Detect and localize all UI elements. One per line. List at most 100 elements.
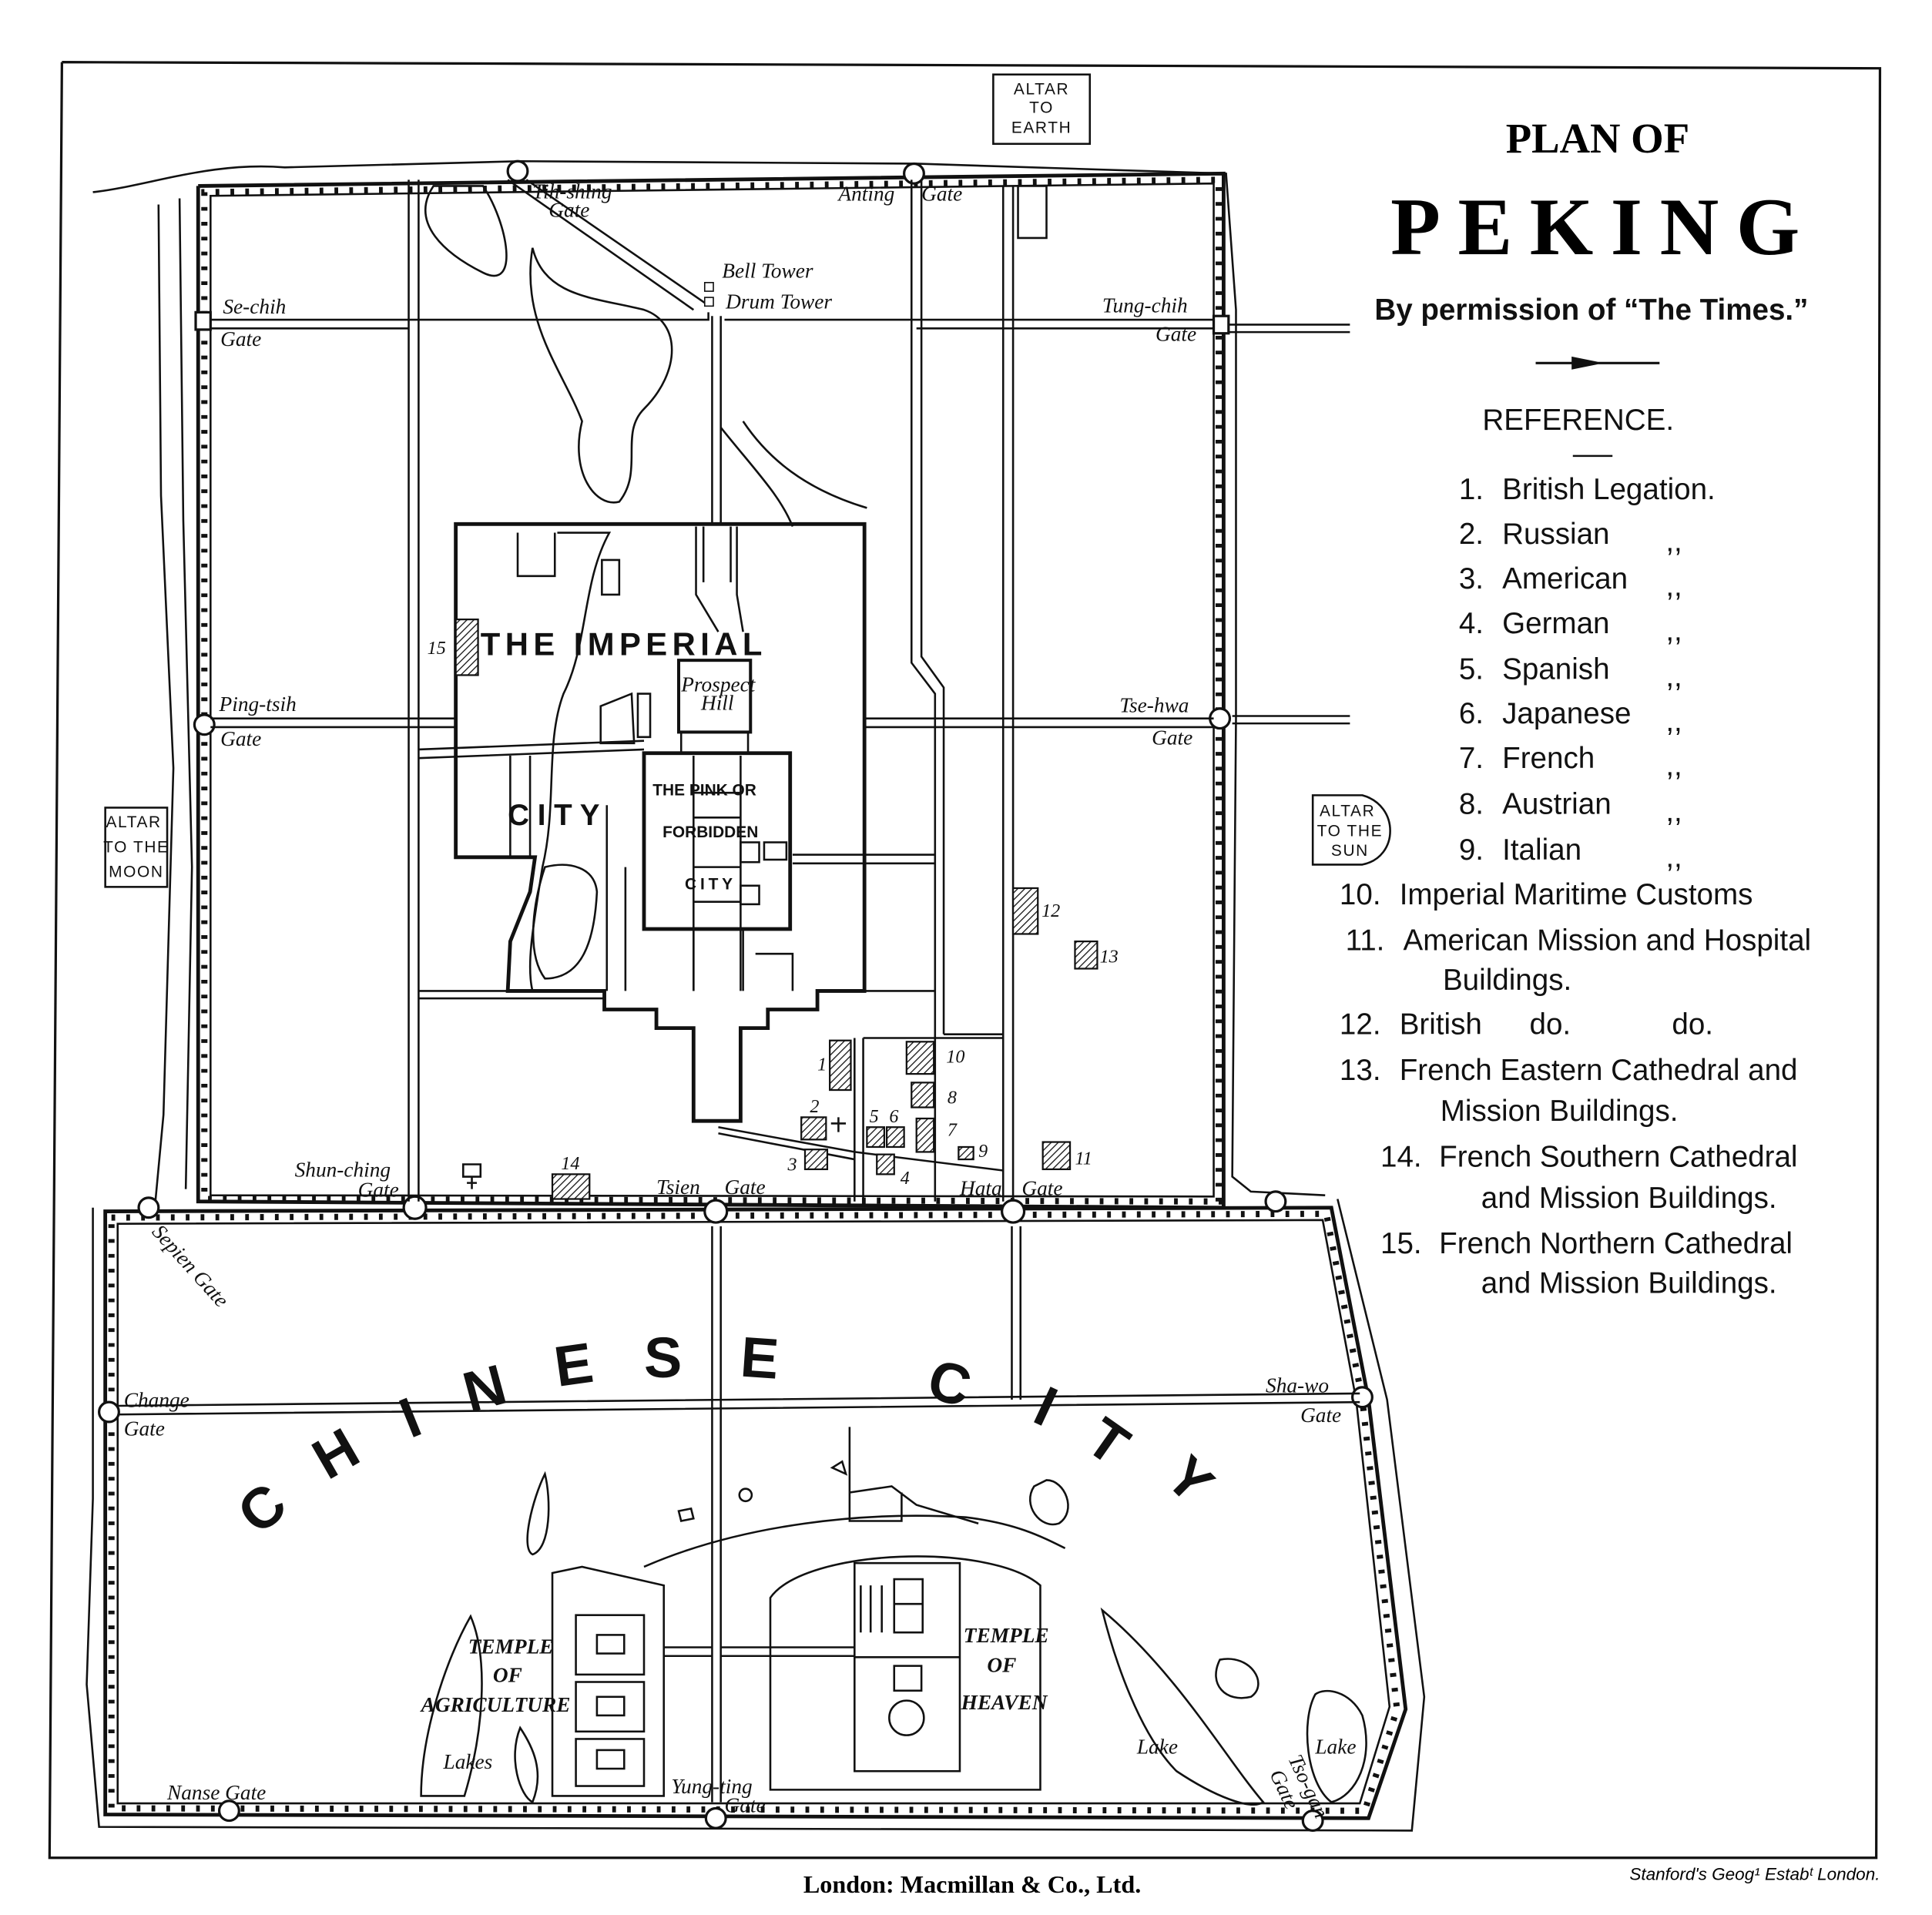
title-peking: PEKING bbox=[1390, 181, 1817, 272]
altar-sun-line3: SUN bbox=[1331, 842, 1369, 860]
legend-item: 1.British Legation. bbox=[1459, 473, 1716, 506]
building-numbers: 1 2 3 4 5 6 7 8 9 10 11 12 13 14 15 bbox=[428, 639, 1119, 1189]
legend-item: 3.American,, bbox=[1459, 562, 1682, 603]
legation-buildings bbox=[454, 618, 1098, 1200]
north-lakes bbox=[424, 185, 867, 991]
legend-item: 2.Russian,, bbox=[1459, 518, 1682, 558]
label-chinese-city: C H I N E S E C I T Y bbox=[226, 1325, 1226, 1546]
chinese-city-letter: I bbox=[391, 1385, 429, 1451]
footer-engraver: Stanford's Geog¹ Estabᵗ London. bbox=[1629, 1865, 1880, 1884]
label-lake-1: Lake bbox=[1136, 1736, 1178, 1759]
label-tih-shing-gate: Gate bbox=[548, 199, 589, 222]
number-7: 7 bbox=[948, 1121, 958, 1141]
label-change: Change bbox=[124, 1389, 190, 1412]
svg-text:British: British bbox=[1400, 1008, 1482, 1041]
legend-item: 10.Imperial Maritime Customs bbox=[1340, 878, 1753, 911]
building-6 bbox=[885, 1126, 905, 1149]
svg-text:Imperial Maritime Customs: Imperial Maritime Customs bbox=[1400, 878, 1753, 911]
svg-text:Spanish: Spanish bbox=[1502, 652, 1609, 686]
label-tse-hwa-gate: Gate bbox=[1152, 726, 1192, 749]
altar-moon-line3: MOON bbox=[109, 864, 163, 881]
label-temple-agriculture-1: TEMPLE bbox=[468, 1635, 554, 1658]
label-forbidden: FORBIDDEN bbox=[662, 823, 758, 841]
chinese-city-letter: C bbox=[921, 1347, 978, 1419]
svg-text:French Eastern Cathedral and: French Eastern Cathedral and bbox=[1400, 1054, 1798, 1087]
label-temple-agriculture-3: AGRICULTURE bbox=[420, 1693, 571, 1716]
altar-moon-line2: TO THE bbox=[103, 838, 169, 856]
building-5 bbox=[866, 1126, 886, 1149]
svg-text:American: American bbox=[1502, 562, 1628, 595]
label-lake-2: Lake bbox=[1314, 1736, 1356, 1759]
building-9 bbox=[958, 1145, 974, 1161]
roads bbox=[117, 179, 1360, 1803]
building-4 bbox=[876, 1153, 895, 1175]
legend-item: 5.Spanish,, bbox=[1459, 652, 1682, 693]
svg-text:Japanese: Japanese bbox=[1502, 697, 1631, 730]
altar-sun-line1: ALTAR bbox=[1320, 803, 1375, 820]
label-tung-chih-gate: Gate bbox=[1156, 322, 1196, 345]
altar-earth-line2: TO bbox=[1029, 99, 1054, 117]
map-title: PLAN OF PEKING By permission of “The Tim… bbox=[1374, 115, 1817, 370]
svg-text:French: French bbox=[1502, 742, 1595, 775]
altar-sun-line2: TO THE bbox=[1317, 822, 1383, 840]
svg-text:and Mission Buildings.: and Mission Buildings. bbox=[1481, 1182, 1777, 1215]
number-13: 13 bbox=[1100, 947, 1119, 967]
svg-text:Italian: Italian bbox=[1502, 833, 1581, 867]
number-2: 2 bbox=[810, 1097, 819, 1117]
chinese-city-letter: E bbox=[739, 1325, 781, 1391]
building-14 bbox=[551, 1173, 591, 1200]
svg-text:do.: do. bbox=[1530, 1008, 1571, 1041]
place-labels: Bell Tower Drum Tower THE IMPERIAL C I T… bbox=[226, 259, 1357, 1773]
svg-text:8.: 8. bbox=[1459, 788, 1484, 821]
number-8: 8 bbox=[948, 1088, 957, 1108]
number-12: 12 bbox=[1041, 901, 1060, 921]
label-the-imperial: THE IMPERIAL bbox=[481, 626, 767, 662]
number-1: 1 bbox=[817, 1055, 827, 1075]
label-yung-ting: Yung-ting bbox=[671, 1775, 752, 1798]
altar-to-moon: ALTAR TO THE MOON bbox=[103, 807, 169, 888]
label-sha-wo: Sha-wo bbox=[1266, 1373, 1329, 1397]
svg-text:,,: ,, bbox=[1665, 705, 1682, 738]
label-prospect: Prospect bbox=[680, 672, 756, 696]
number-10: 10 bbox=[946, 1048, 964, 1068]
number-5: 5 bbox=[870, 1107, 879, 1127]
cross-icon bbox=[461, 1117, 847, 1189]
svg-text:Mission Buildings.: Mission Buildings. bbox=[1441, 1095, 1679, 1128]
chinese-city-letter: E bbox=[550, 1330, 596, 1399]
svg-text:,,: ,, bbox=[1665, 614, 1682, 647]
legend-item: 6.Japanese,, bbox=[1459, 697, 1682, 738]
svg-text:13.: 13. bbox=[1340, 1054, 1381, 1087]
building-15 bbox=[454, 618, 479, 676]
label-tse-hwa: Tse-hwa bbox=[1119, 694, 1189, 717]
building-1 bbox=[829, 1039, 852, 1092]
chinese-city-letter: S bbox=[644, 1326, 682, 1390]
number-3: 3 bbox=[787, 1155, 797, 1175]
building-13 bbox=[1074, 940, 1098, 970]
svg-text:15.: 15. bbox=[1380, 1227, 1422, 1260]
label-nanse-gate: Nanse Gate bbox=[166, 1781, 266, 1804]
svg-text:3.: 3. bbox=[1459, 562, 1484, 595]
label-tung-chih: Tung-chih bbox=[1102, 293, 1188, 317]
label-temple-heaven-2: OF bbox=[987, 1654, 1016, 1677]
chinese-city-letter: C bbox=[226, 1471, 298, 1546]
label-tsien-gate: Gate bbox=[725, 1175, 766, 1199]
label-shun-ching-gate: Gate bbox=[358, 1178, 399, 1201]
title-ornament bbox=[1535, 356, 1660, 370]
altar-earth-line3: EARTH bbox=[1011, 119, 1072, 136]
svg-text:,,: ,, bbox=[1665, 795, 1682, 828]
svg-text:11.: 11. bbox=[1346, 924, 1385, 957]
altar-moon-line1: ALTAR bbox=[106, 813, 161, 831]
label-anting: Anting bbox=[837, 183, 894, 206]
legend-item: 8.Austrian,, bbox=[1459, 788, 1682, 829]
label-se-chih-gate: Gate bbox=[220, 327, 261, 350]
svg-text:Buildings.: Buildings. bbox=[1443, 964, 1571, 997]
chinese-city-letter: N bbox=[457, 1352, 513, 1424]
title-permission: By permission of “The Times.” bbox=[1374, 293, 1808, 327]
label-se-chih: Se-chih bbox=[223, 295, 286, 318]
legend-item: 9.Italian,, bbox=[1459, 833, 1682, 874]
svg-text:,,: ,, bbox=[1665, 660, 1682, 693]
number-6: 6 bbox=[889, 1107, 898, 1127]
